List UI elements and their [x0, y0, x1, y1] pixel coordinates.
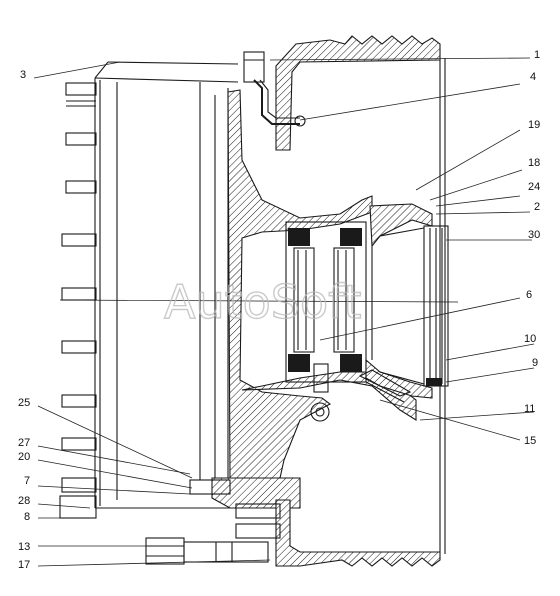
callout-20: 20	[18, 451, 30, 463]
callout-1: 1	[534, 49, 540, 61]
brake-cam	[358, 369, 412, 403]
callout-7: 7	[24, 475, 30, 487]
callout-3: 3	[20, 69, 26, 81]
callout-27: 27	[18, 437, 30, 449]
callout-17: 17	[18, 559, 30, 571]
callout-6: 6	[526, 289, 532, 301]
callout-28: 28	[18, 495, 30, 507]
callout-9: 9	[532, 357, 538, 369]
callout-30: 30	[528, 229, 540, 241]
valve-tube	[243, 51, 306, 127]
wheel-bolt	[145, 537, 269, 565]
callout-labels: 3 1 4 19 18 24 2 30 6 10 9 11 15 25 27 2…	[18, 49, 540, 571]
callout-10: 10	[524, 333, 536, 345]
reducer-cover	[365, 203, 449, 399]
wheel-studs	[59, 82, 97, 519]
callout-19: 19	[528, 119, 540, 131]
callout-18: 18	[528, 157, 540, 169]
callout-13: 13	[18, 541, 30, 553]
bearing-housing	[285, 221, 367, 383]
callout-24: 24	[528, 181, 540, 193]
callout-4: 4	[530, 71, 536, 83]
axis-centerline	[59, 299, 459, 303]
adjuster	[189, 363, 330, 539]
callout-8: 8	[24, 511, 30, 523]
callout-11: 11	[524, 403, 535, 415]
callout-15: 15	[524, 435, 536, 447]
watermark-text: AutoSoft	[164, 275, 362, 329]
callout-2: 2	[534, 201, 540, 213]
leader-lines	[33, 57, 535, 567]
brake-drum	[275, 35, 446, 567]
callout-25: 25	[18, 397, 30, 409]
